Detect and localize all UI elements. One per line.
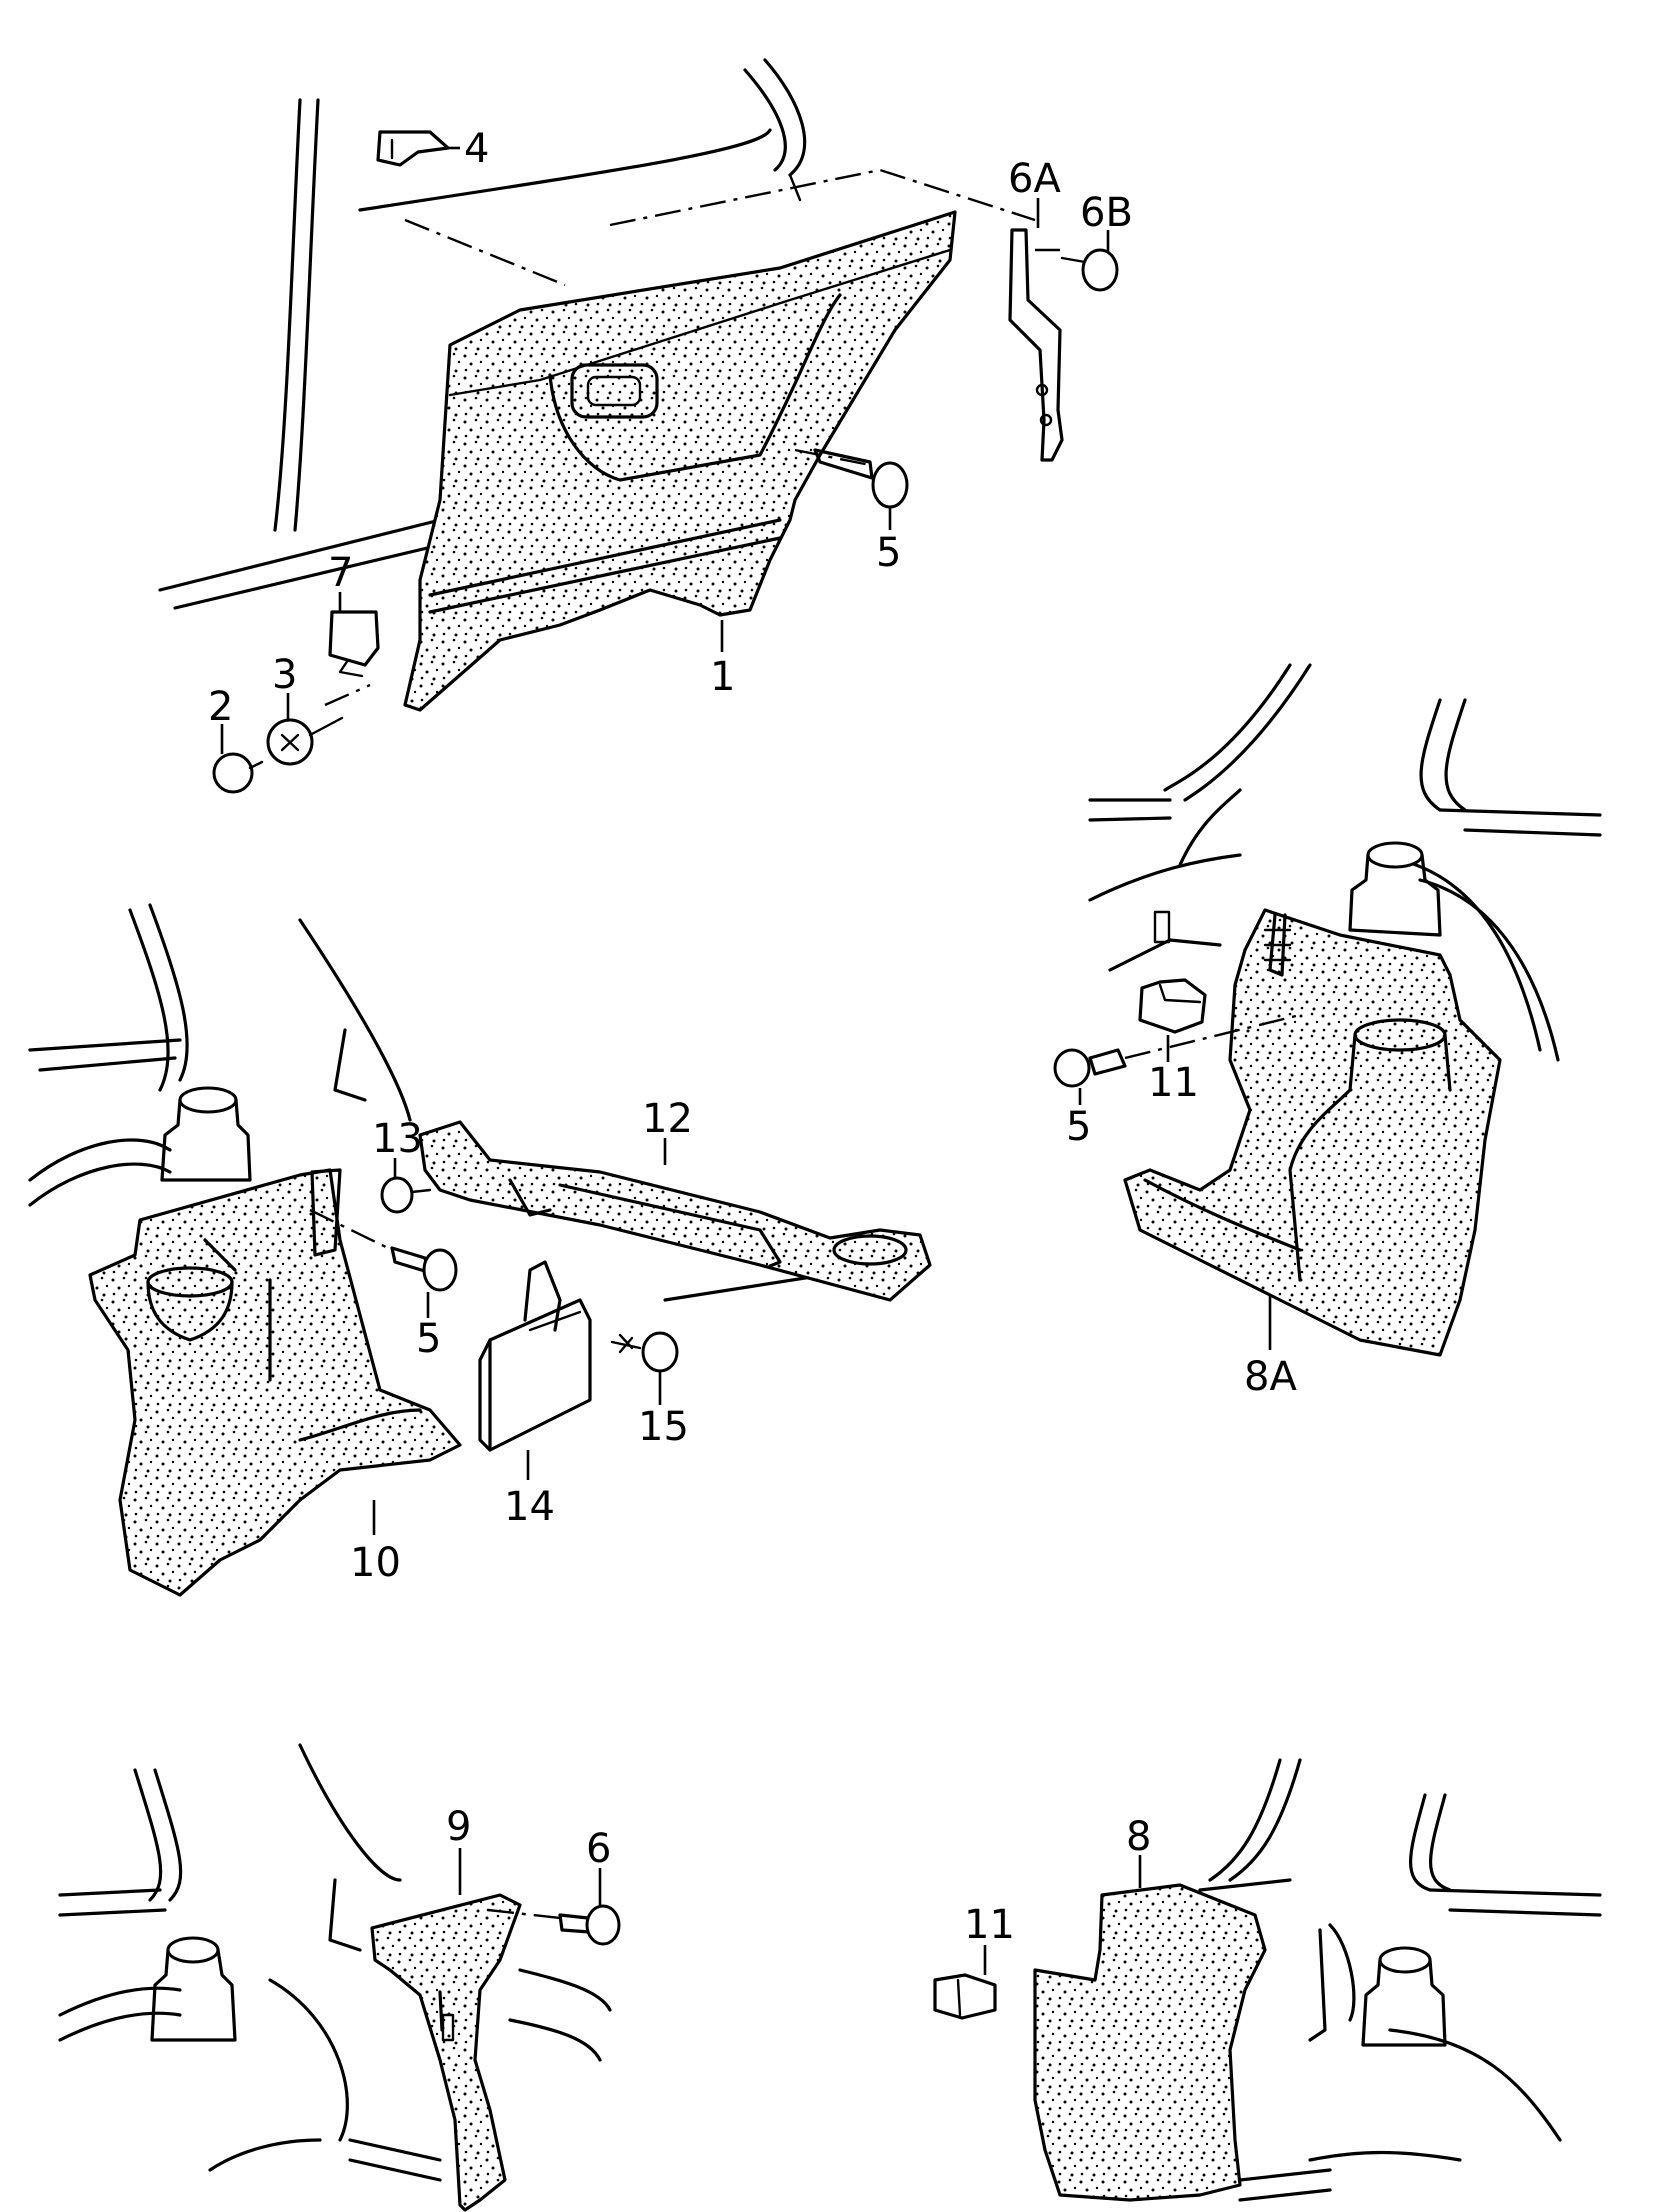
screw-part-3 [266,716,344,766]
callout-2: 2 [208,684,233,730]
push-clip-part-5-middle-left [309,1208,458,1292]
callout-7: 7 [328,550,353,596]
body-outline-bottom-right [1198,1758,1602,2202]
callout-1: 1 [710,654,735,700]
callout-5-middle-right: 5 [1066,1104,1091,1150]
trim-panel-part-1 [403,210,957,712]
top-assembly [158,58,1119,794]
bump-stop-bottom-right [1361,1946,1447,2047]
wheel-arch-trim-part-8a [1123,908,1502,1357]
callout-15: 15 [638,1404,689,1450]
callout-13: 13 [372,1116,423,1162]
push-clip-part-5-middle-right [1053,1013,1301,1088]
callout-3: 3 [272,652,297,698]
clip-part-13 [380,1176,432,1214]
trim-part-9 [370,1893,522,2212]
bump-stop-middle-right [1348,841,1442,937]
bump-stop-bottom-left [150,1936,237,2042]
bump-stop-middle-left [160,1086,252,1182]
callout-8: 8 [1126,1814,1151,1860]
middle-left-assembly [28,903,932,1597]
callout-10: 10 [350,1540,401,1586]
bottom-left-assembly [58,1743,621,2212]
push-clip-part-6 [487,1904,621,1946]
cap-part-2 [212,752,264,794]
clip-part-11-middle-right [1138,978,1207,1034]
body-outline-bottom-left [58,1743,612,2182]
callout-6b: 6B [1080,190,1133,236]
body-outline-middle-right [1088,663,1602,1062]
callout-14: 14 [504,1484,555,1530]
storage-box-part-14 [478,1260,592,1452]
clip-part-4 [376,130,450,167]
wheel-arch-trim-part-10 [88,1168,462,1597]
callout-labels: 1 2 3 4 5 6A 6B 7 12 13 5 15 14 10 11 5 … [208,126,1297,1948]
callout-11-bottom-right: 11 [964,1902,1015,1948]
clip-part-11-bottom-right [933,1973,997,2020]
callout-6a: 6A [1008,156,1061,202]
callout-12: 12 [642,1096,693,1142]
callout-11-middle-right: 11 [1148,1060,1199,1106]
middle-right-assembly [1053,663,1602,1357]
clip-part-7 [328,610,380,678]
screw-part-15 [610,1331,679,1373]
callout-6: 6 [586,1826,611,1872]
body-outline-top [158,58,807,610]
bracket-part-6a [1008,228,1064,462]
body-outline-middle-left [28,903,922,1302]
callout-5-top: 5 [876,530,901,576]
callout-9: 9 [446,1804,471,1850]
bottom-right-assembly [933,1758,1602,2202]
trim-part-8 [1033,1883,1267,2202]
callout-5-middle-left: 5 [416,1316,441,1362]
screw-part-6b [1060,248,1119,292]
push-clip-part-5-top [813,448,909,509]
callout-4: 4 [464,126,489,172]
callout-8a: 8A [1244,1354,1297,1400]
